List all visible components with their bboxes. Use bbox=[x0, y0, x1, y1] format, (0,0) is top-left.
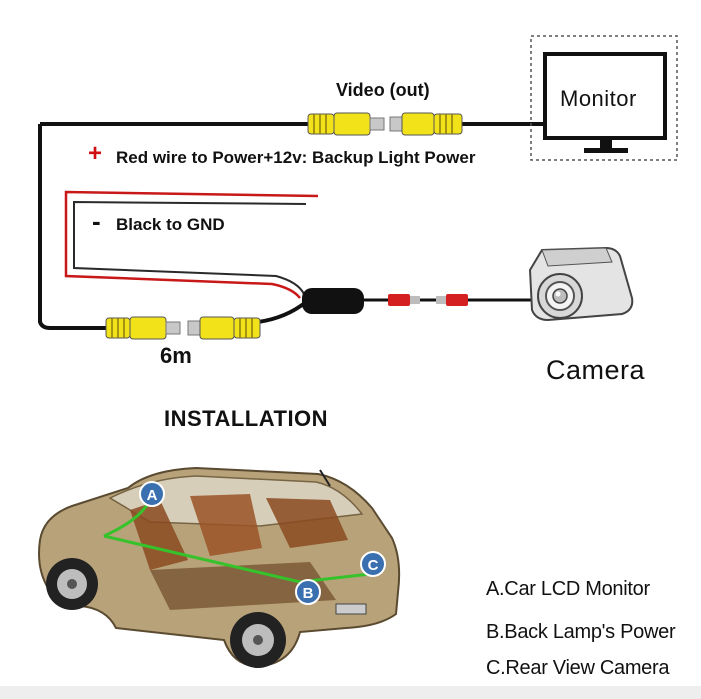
extension-rca-connector-left bbox=[105, 316, 181, 340]
marker-letter-b: B bbox=[303, 585, 314, 602]
video-rca-connector-right bbox=[389, 112, 463, 136]
minus-sign: - bbox=[92, 206, 101, 236]
video-cable-wire bbox=[38, 124, 108, 330]
installation-heading: INSTALLATION bbox=[164, 406, 329, 431]
monitor-label: Monitor bbox=[560, 86, 637, 111]
legend-item-c: C.Rear View Camera bbox=[486, 657, 670, 679]
bottom-strip bbox=[0, 686, 701, 699]
red-power-wire bbox=[64, 190, 319, 299]
red-wire-label: Red wire to Power+12v: Backup Light Powe… bbox=[116, 148, 476, 167]
marker-b: B bbox=[295, 579, 321, 605]
camera-power-connector bbox=[388, 294, 468, 306]
black-gnd-wire bbox=[73, 200, 307, 295]
legend-item-a: A.Car LCD Monitor bbox=[486, 578, 650, 600]
junction-box bbox=[302, 288, 364, 314]
legend-item-b: B.Back Lamp's Power bbox=[486, 621, 676, 643]
marker-letter-a: A bbox=[147, 487, 158, 504]
car-cutaway-illustration bbox=[38, 466, 401, 668]
box-cable bbox=[257, 300, 308, 324]
video-out-label: Video (out) bbox=[336, 80, 430, 100]
marker-c: C bbox=[360, 551, 386, 577]
plus-sign: + bbox=[88, 140, 103, 167]
marker-letter-c: C bbox=[368, 557, 379, 574]
camera-label: Camera bbox=[546, 355, 646, 385]
extension-rca-connector-right bbox=[187, 316, 261, 340]
cable-length-label: 6m bbox=[160, 343, 192, 368]
black-wire-label: Black to GND bbox=[116, 215, 225, 234]
camera-icon bbox=[528, 246, 634, 322]
monitor-icon bbox=[530, 35, 678, 161]
video-rca-connector-left bbox=[307, 112, 385, 136]
marker-a: A bbox=[139, 481, 165, 507]
